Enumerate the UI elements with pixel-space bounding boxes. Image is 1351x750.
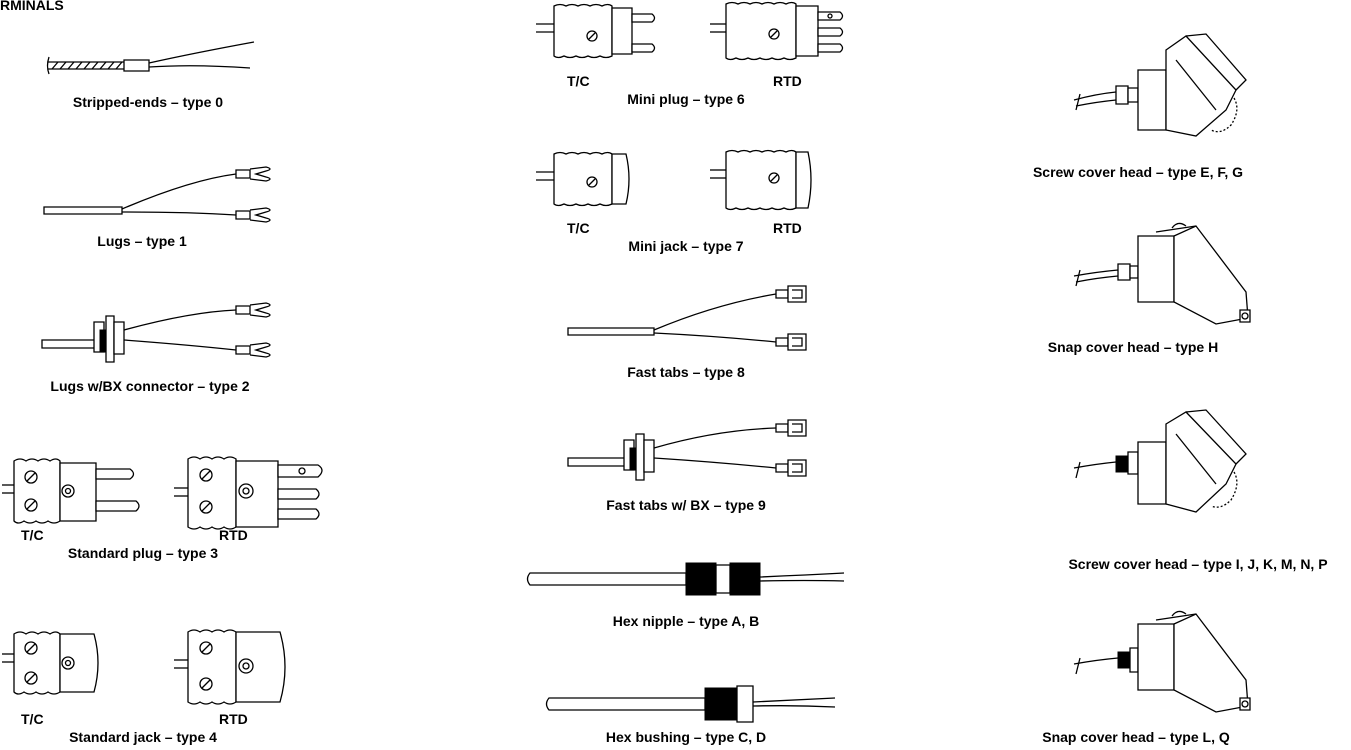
snap-cover-h-figure: [1066, 222, 1266, 332]
screw-cover-ijk-figure: [1066, 408, 1256, 538]
mini-jack-figure: [536, 150, 876, 212]
hex-nipple-figure: [526, 555, 856, 605]
lugs-bx-caption: Lugs w/BX connector – type 2: [50, 378, 249, 394]
hex-bushing-figure: [545, 680, 845, 730]
mini-plug-figure: [536, 2, 876, 64]
stripped-ends-caption: Stripped-ends – type 0: [73, 94, 223, 110]
snap-cover-h-caption: Snap cover head – type H: [1048, 339, 1218, 355]
fast-tabs-bx-figure: [566, 418, 816, 488]
section-title: RMINALS: [0, 0, 64, 13]
screw-cover-efg-figure: [1066, 30, 1256, 160]
lugs-caption: Lugs – type 1: [97, 233, 186, 249]
hex-nipple-caption: Hex nipple – type A, B: [613, 613, 760, 629]
mini-plug-rtd-label: RTD: [773, 73, 802, 89]
mini-jack-caption: Mini jack – type 7: [628, 238, 743, 254]
fast-tabs-caption: Fast tabs – type 8: [627, 364, 745, 380]
mini-jack-rtd-label: RTD: [773, 220, 802, 236]
jack-rtd-label: RTD: [219, 711, 248, 727]
snap-cover-lq-figure: [1066, 610, 1266, 720]
standard-plug-caption: Standard plug – type 3: [68, 545, 218, 561]
mini-plug-caption: Mini plug – type 6: [627, 91, 744, 107]
standard-jack-figure: [0, 630, 300, 705]
standard-jack-caption: Standard jack – type 4: [69, 729, 217, 745]
lugs-bx-figure: [40, 300, 280, 370]
standard-plug-figure: [0, 455, 330, 530]
screw-cover-efg-caption: Screw cover head – type E, F, G: [1033, 164, 1243, 180]
stripped-ends-figure: [44, 38, 256, 88]
hex-bushing-caption: Hex bushing – type C, D: [606, 729, 766, 745]
snap-cover-lq-caption: Snap cover head – type L, Q: [1042, 729, 1230, 745]
mini-jack-tc-label: T/C: [567, 220, 590, 236]
fast-tabs-figure: [566, 280, 816, 360]
lugs-figure: [40, 160, 280, 230]
screw-cover-ijk-caption: Screw cover head – type I, J, K, M, N, P: [1068, 556, 1327, 572]
jack-tc-label: T/C: [21, 711, 44, 727]
fast-tabs-bx-caption: Fast tabs w/ BX – type 9: [606, 497, 766, 513]
plug-tc-label: T/C: [21, 527, 44, 543]
plug-rtd-label: RTD: [219, 527, 248, 543]
mini-plug-tc-label: T/C: [567, 73, 590, 89]
